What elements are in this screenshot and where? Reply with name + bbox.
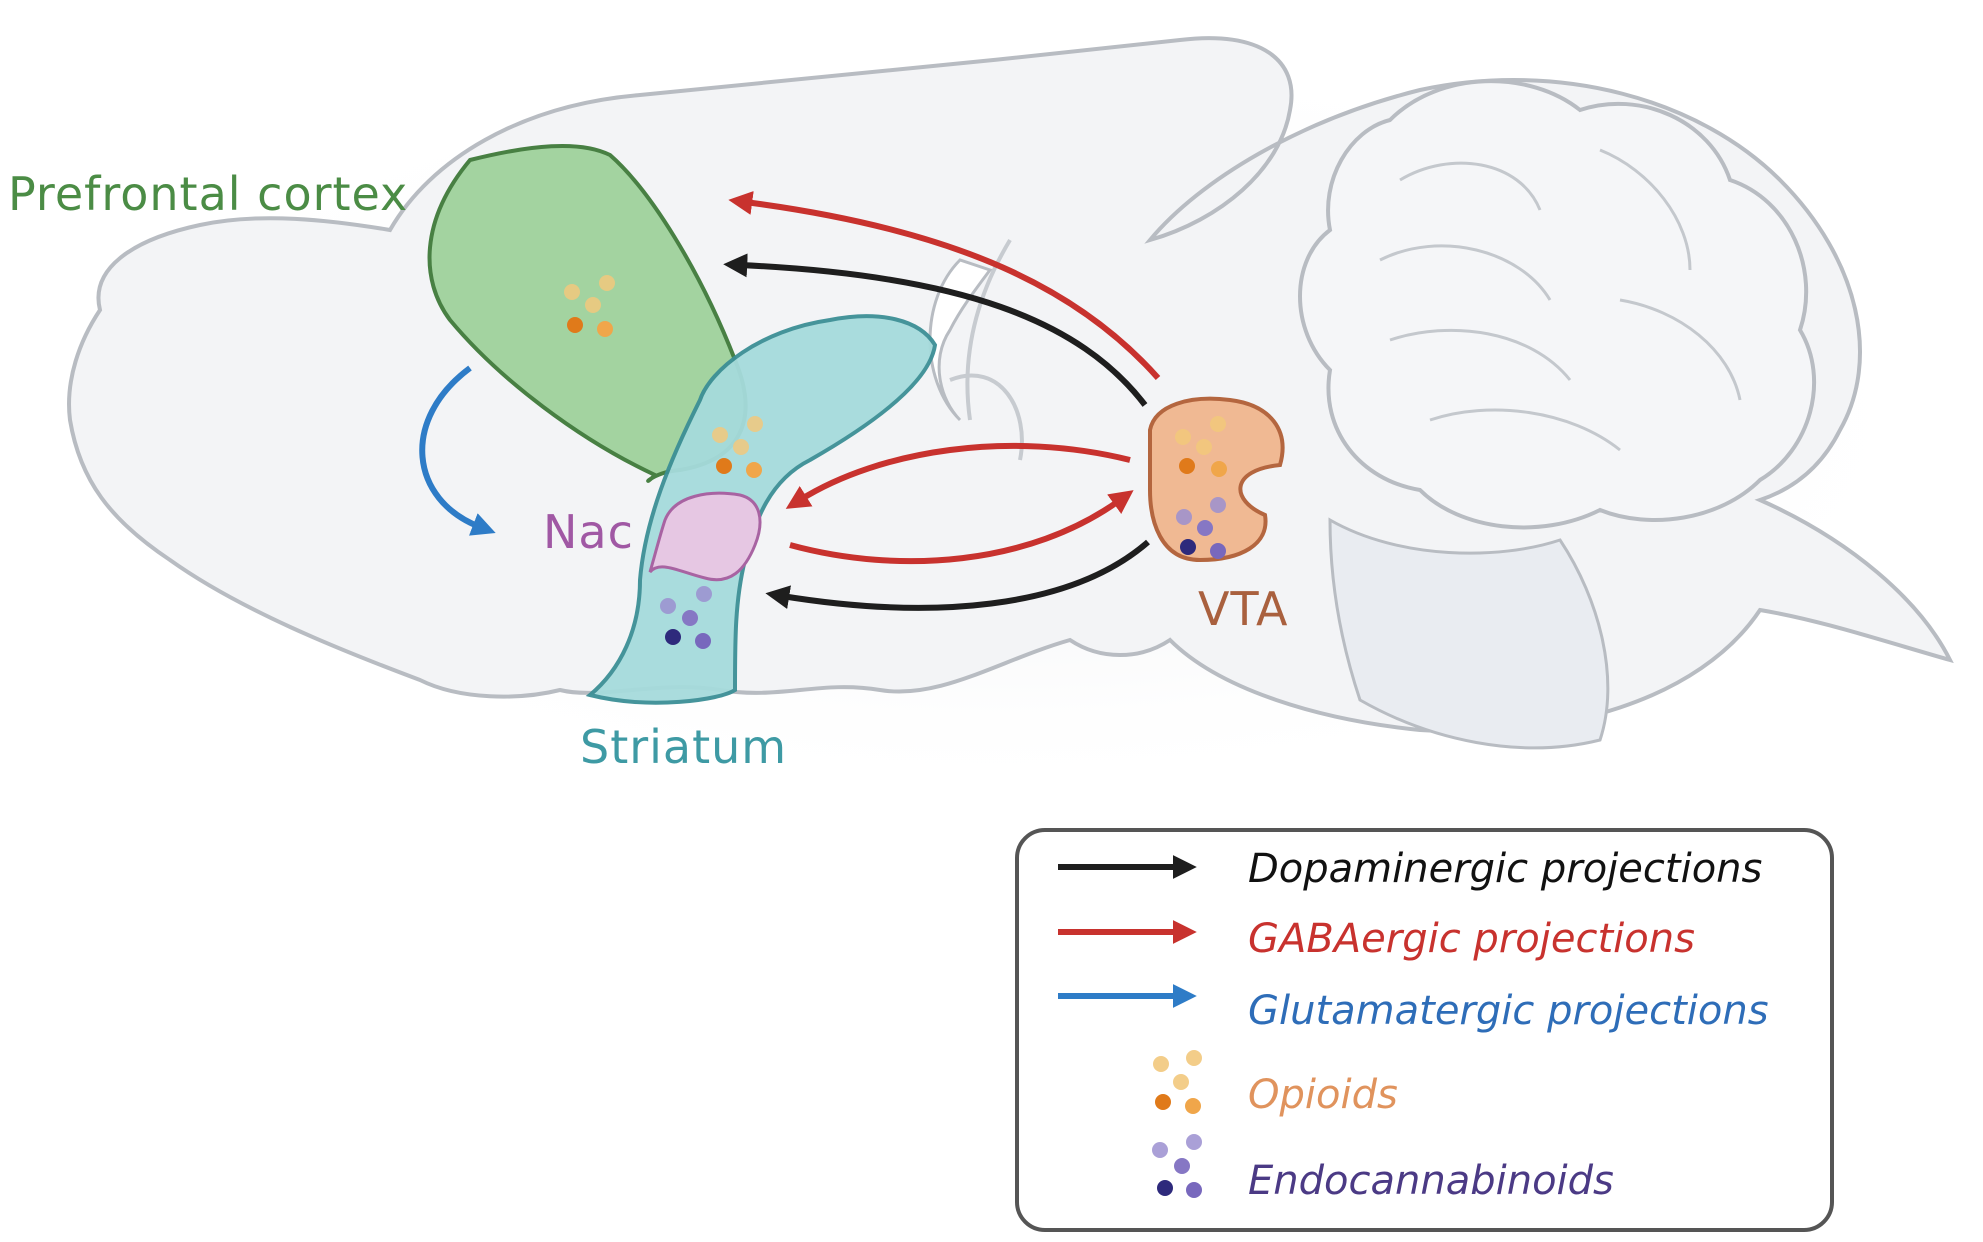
striatum-opioid-dots (712, 416, 763, 478)
legend-opioids-icon (1153, 1050, 1202, 1114)
legend-box (1015, 828, 1834, 1232)
vta-opioid-dots (1175, 416, 1227, 477)
gabaergic-arrow-vta-to-prefrontal (728, 191, 1161, 380)
nac-region (648, 491, 762, 582)
prefrontal-cortex-label: Prefrontal cortex (8, 167, 408, 221)
cerebellum (1298, 79, 1816, 530)
hippocampus-fold (928, 258, 993, 422)
legend-dopaminergic-label: Dopaminergic projections (1248, 846, 1762, 892)
gabaergic-arrow-nac-to-vta (789, 490, 1134, 565)
nac-label: Nac (543, 505, 634, 559)
prefrontal-opioid-dots (564, 275, 615, 337)
legend-gabaergic-label: GABAergic projections (1248, 916, 1695, 962)
vta-label: VTA (1198, 582, 1288, 636)
cerebellum-folds (1379, 148, 1742, 452)
glutamatergic-arrow-prefrontal-to-nac (419, 365, 496, 536)
legend-opioids-label: Opioids (1248, 1072, 1398, 1118)
dopaminergic-arrow-vta-to-striatum (765, 539, 1150, 611)
striatum-label: Striatum (580, 720, 787, 774)
gabaergic-arrow-vta-to-striatum (785, 442, 1131, 509)
striatum-endocannabinoid-dots (660, 586, 712, 649)
dopaminergic-arrow-vta-to-prefrontal (723, 253, 1148, 407)
vta-endocannabinoid-dots (1176, 497, 1226, 559)
legend-glutamatergic-label: Glutamatergic projections (1248, 988, 1769, 1034)
legend-endocannabinoids-icon (1152, 1134, 1202, 1198)
brainstem (1328, 517, 1610, 750)
legend-endocannabinoids-label: Endocannabinoids (1248, 1158, 1614, 1204)
